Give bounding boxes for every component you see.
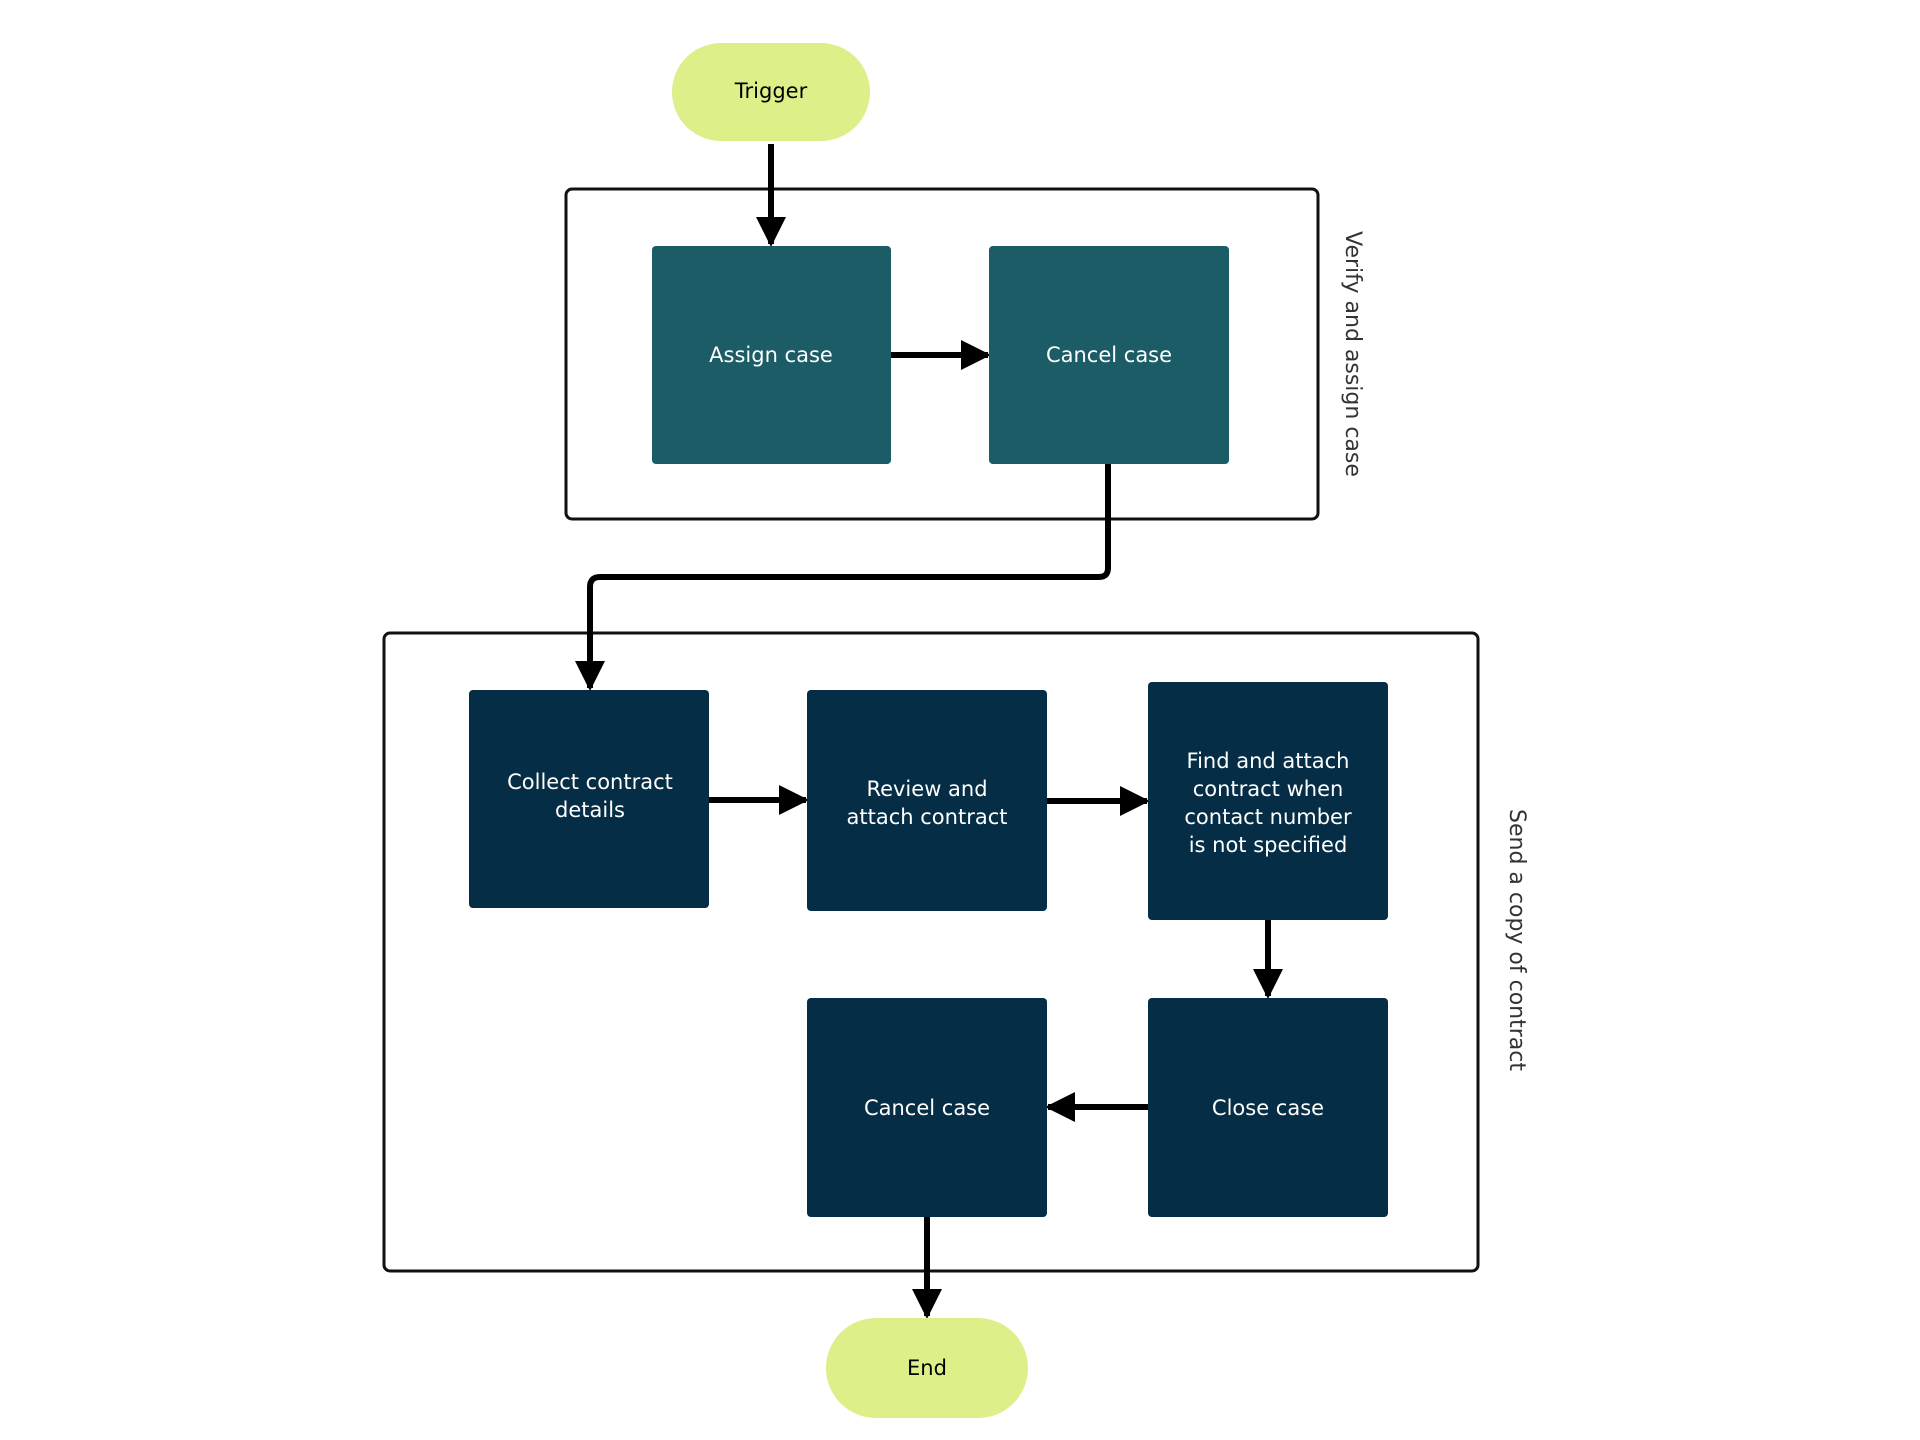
step-label: Cancel case [1046,343,1172,367]
step-label-line: contact number [1184,805,1352,829]
step-label: Collect contract details [507,770,673,822]
step-box [469,690,709,908]
step-label-line: Cancel case [1046,343,1172,367]
step-collect-contract-details: Collect contract details [469,690,709,908]
step-label-line: Find and attach [1187,749,1350,773]
step-box [1148,998,1388,1217]
step-find-and-attach-contract: Find and attach contract when contact numb… [1148,682,1388,920]
step-review-and-attach-contract: Review and attach contract [807,690,1047,911]
step-label-line: contract when [1193,777,1344,801]
terminal-label: End [907,1356,947,1380]
step-box [1148,682,1388,920]
step-cancel-case-send: Cancel case [807,998,1047,1217]
step-cancel-case-verify: Cancel case [989,246,1229,464]
step-label: Cancel case [864,1096,990,1120]
step-box [652,246,891,464]
step-label-line: Cancel case [864,1096,990,1120]
step-label-line: Close case [1212,1096,1324,1120]
step-label-line: Review and [866,777,987,801]
step-label-line: Assign case [709,343,833,367]
group-frame [382,631,1480,1273]
connectors [575,144,1283,1319]
terminal-shape [672,43,870,141]
group-send-a-copy-of-contract: Send a copy of contract [382,631,1529,1273]
connector-cancel-to-collect-details [575,464,1111,691]
group-frame [564,187,1320,521]
group-label: Verify and assign case [1340,231,1365,477]
terminal-shape [826,1318,1028,1418]
step-label: Review and attach contract [847,777,1008,829]
step-label-line: is not specified [1189,833,1348,857]
step-assign-case: Assign case [652,246,891,464]
step-label: Assign case [709,343,833,367]
step-box [989,246,1229,464]
group-verify-and-assign-case: Verify and assign case [564,187,1365,521]
step-label-line: details [555,798,625,822]
group-label: Send a copy of contract [1504,809,1529,1071]
step-label: Close case [1212,1096,1324,1120]
step-box [807,998,1047,1217]
step-label-line: attach contract [847,805,1008,829]
terminal-end: End [826,1318,1028,1418]
step-label: Find and attach contract when contact numb… [1184,749,1352,857]
terminal-start: Trigger [672,43,870,141]
step-close-case: Close case [1148,998,1388,1217]
step-box [807,690,1047,911]
step-label-line: Collect contract [507,770,673,794]
terminal-label: Trigger [734,79,808,103]
